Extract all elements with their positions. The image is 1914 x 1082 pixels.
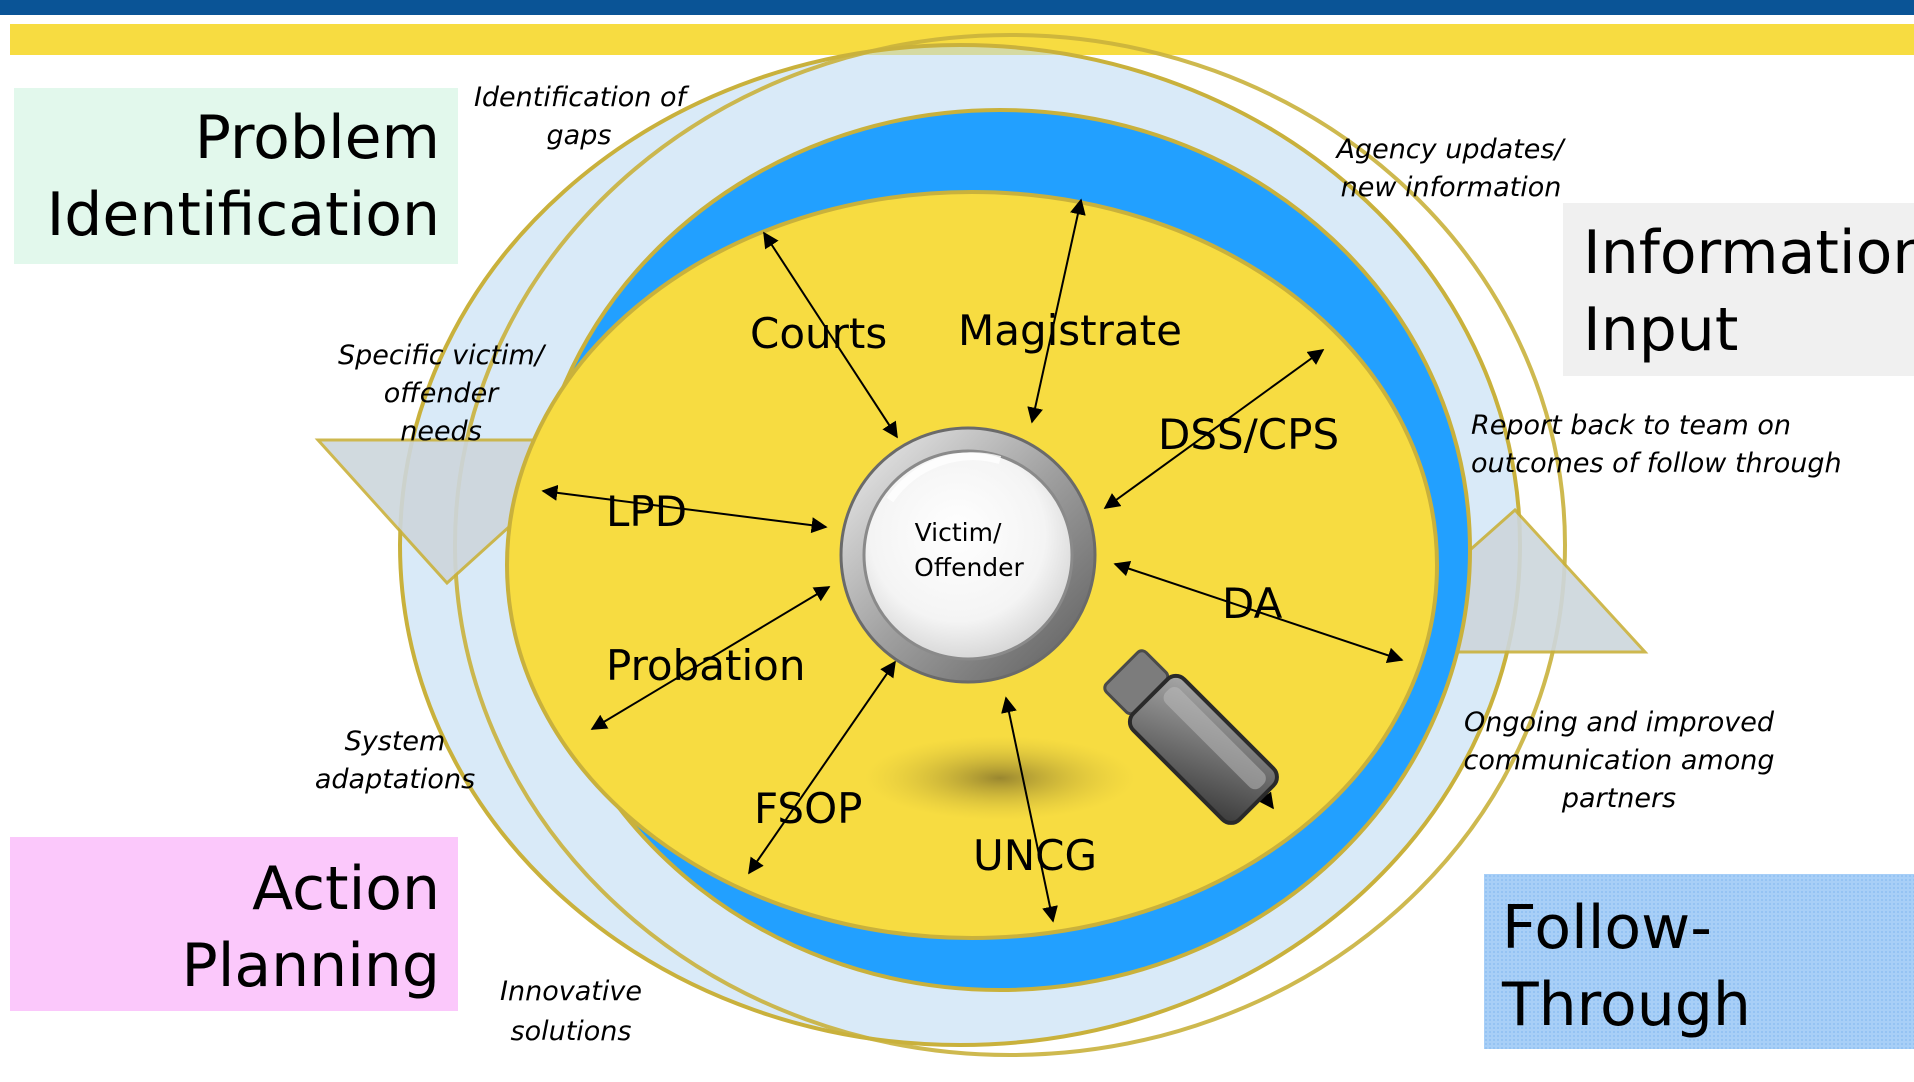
agency-da: DA <box>1222 579 1283 628</box>
agency-uncg: UNCG <box>973 831 1097 880</box>
svg-text:needs: needs <box>400 416 482 447</box>
agency-lpd: LPD <box>606 487 687 536</box>
svg-text:communication among: communication among <box>1463 745 1774 776</box>
arrow-da <box>1113 560 1404 664</box>
svg-text:Specific victim/: Specific victim/ <box>338 340 547 371</box>
stage-label-line: Information <box>1583 218 1914 288</box>
arrow-fsop <box>748 660 896 875</box>
center-label-line1: Victim/ <box>915 518 1002 547</box>
note-ongoing-communication: Ongoing and improved communication among… <box>1463 707 1774 814</box>
stage-label-line: Through <box>1502 970 1751 1040</box>
agency-fsop: FSOP <box>754 784 862 833</box>
header-blue-bar <box>0 0 1914 15</box>
svg-text:Report back to team on: Report back to team on <box>1471 410 1791 441</box>
agency-probation: Probation <box>606 641 805 690</box>
note-identification-of-gaps: Identification of gaps <box>474 82 690 151</box>
stage-label-line: Identification <box>46 180 440 250</box>
svg-text:Agency updates/: Agency updates/ <box>1334 134 1566 165</box>
stage-problem-identification: Problem Identification <box>14 88 458 264</box>
svg-text:adaptations: adaptations <box>315 764 475 795</box>
stage-information-input: Information Input <box>1563 203 1914 376</box>
svg-text:Innovative: Innovative <box>500 976 642 1007</box>
magnifier-icon <box>839 426 1279 825</box>
stage-label-line: Planning <box>181 931 440 1001</box>
arrow-probation <box>590 586 831 730</box>
svg-text:outcomes of follow through: outcomes of follow through <box>1471 448 1842 479</box>
arrow-lpd <box>541 484 828 534</box>
stage-label-line: Input <box>1583 295 1739 365</box>
note-report-back: Report back to team on outcomes of follo… <box>1471 410 1842 479</box>
svg-text:new information: new information <box>1341 172 1562 203</box>
svg-text:partners: partners <box>1561 783 1676 814</box>
stage-action-planning: Action Planning <box>10 837 458 1011</box>
note-specific-needs: Specific victim/ offender needs <box>338 340 547 447</box>
stage-label-line: Follow- <box>1502 893 1712 963</box>
stage-follow-through: Follow- Through <box>1484 874 1914 1049</box>
note-innovative-solutions: Innovative solutions <box>500 976 642 1047</box>
svg-text:Ongoing and improved: Ongoing and improved <box>1464 707 1775 738</box>
note-agency-updates: Agency updates/ new information <box>1334 134 1566 203</box>
stage-label-line: Action <box>252 854 440 924</box>
svg-text:System: System <box>345 726 446 757</box>
arrow-dss-cps <box>1103 349 1325 509</box>
stage-label-line: Problem <box>194 103 440 173</box>
svg-text:Identification of: Identification of <box>474 82 690 113</box>
arrow-magistrate <box>1027 198 1086 424</box>
magnifier-shadow <box>865 736 1135 820</box>
center-label-line2: Offender <box>914 553 1024 582</box>
svg-text:offender: offender <box>384 378 500 409</box>
arrow-courts <box>763 231 898 439</box>
agency-dss-cps: DSS/CPS <box>1158 410 1339 459</box>
arrow-uncg <box>1001 696 1058 923</box>
agency-magistrate: Magistrate <box>958 306 1182 355</box>
svg-text:gaps: gaps <box>547 120 612 151</box>
agency-courts: Courts <box>750 309 887 358</box>
note-system-adaptations: System adaptations <box>315 726 475 795</box>
svg-text:solutions: solutions <box>511 1016 632 1047</box>
